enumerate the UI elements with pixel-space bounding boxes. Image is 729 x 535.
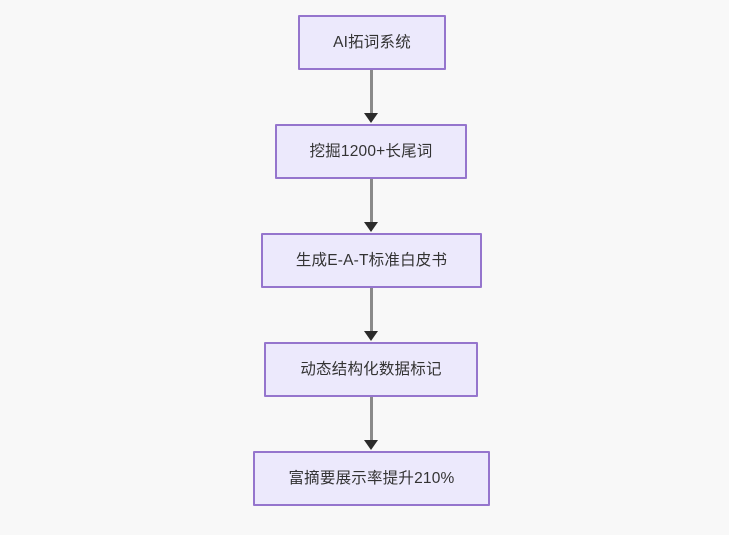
- flow-edge-n3-n4: [370, 288, 373, 332]
- flow-node-dynamic-structured-data-markup[interactable]: 动态结构化数据标记: [264, 342, 478, 397]
- arrow-down-icon: [364, 440, 378, 450]
- flow-node-generate-eat-whitepaper[interactable]: 生成E-A-T标准白皮书: [261, 233, 482, 288]
- flow-node-label: 挖掘1200+长尾词: [309, 142, 433, 160]
- flow-node-rich-snippet-impression-lift[interactable]: 富摘要展示率提升210%: [253, 451, 490, 506]
- flow-node-mine-longtail-keywords[interactable]: 挖掘1200+长尾词: [275, 124, 467, 179]
- flow-node-label: 动态结构化数据标记: [300, 360, 442, 378]
- flow-edge-n1-n2: [370, 70, 373, 114]
- flow-node-label: 富摘要展示率提升210%: [288, 469, 455, 487]
- arrow-down-icon: [364, 331, 378, 341]
- flow-edge-n4-n5: [370, 397, 373, 441]
- arrow-down-icon: [364, 113, 378, 123]
- flow-node-label: AI拓词系统: [333, 33, 411, 51]
- flow-edge-n2-n3: [370, 179, 373, 223]
- flow-node-label: 生成E-A-T标准白皮书: [295, 251, 448, 269]
- flow-node-ai-keyword-system[interactable]: AI拓词系统: [298, 15, 446, 70]
- arrow-down-icon: [364, 222, 378, 232]
